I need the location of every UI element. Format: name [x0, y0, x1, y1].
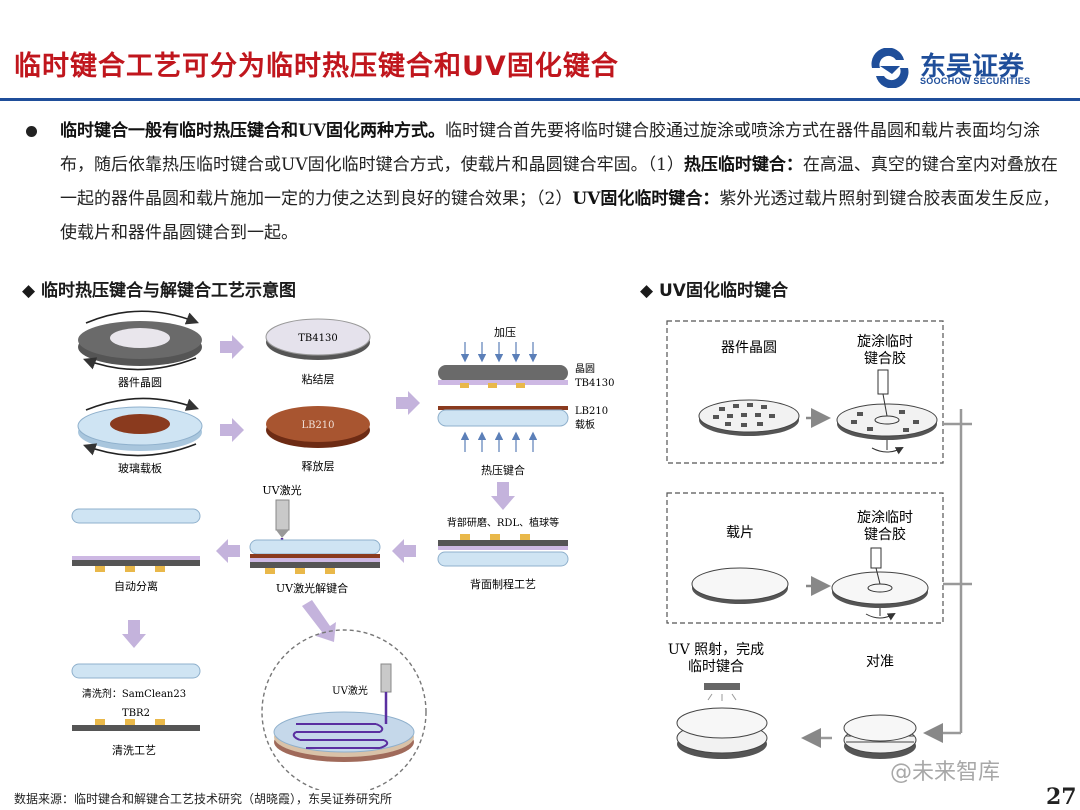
label-r-device-wafer: 器件晶圆	[721, 340, 777, 356]
label-backside-steps: 背部研磨、RDL、植球等	[447, 516, 559, 529]
label-spin-glue-2b: 键合胶	[864, 526, 906, 543]
bond-wafer-layer	[438, 365, 568, 381]
r-carrier-disk	[691, 567, 789, 604]
intro-bold-2: 热压临时键合：	[683, 155, 803, 175]
label-tb4130: TB4130	[298, 333, 337, 344]
label-uv-laser: UV激光	[262, 483, 301, 497]
watermark-text: @未来智库	[890, 760, 1001, 785]
page-title: 临时键合工艺可分为临时热压键合和UV固化键合	[14, 51, 619, 82]
label-spin-glue-1a: 旋涂临时	[857, 334, 913, 350]
backside-carrier	[437, 551, 569, 567]
intro-text-1: 临时键合首先要将临时键合胶通过旋涂或喷涂方式在器件晶圆和载片表面均匀涂布，随后依…	[60, 121, 1041, 175]
arrow-left-1	[392, 539, 416, 563]
label-uv-complete-a: UV 照射，完成	[668, 642, 764, 658]
intro-text-3: 紫外光透过载片照射到键合胶表面发生反应，使载片和器件晶圆键合到一起。	[60, 189, 1060, 243]
bullet-dot	[26, 126, 37, 137]
label-glass-carrier: 玻璃载板	[118, 461, 162, 475]
label-uv-zoom: UV激光	[332, 684, 368, 697]
lb210-disk	[266, 406, 370, 448]
arrow-down-2	[122, 620, 146, 648]
arrow-right-1	[220, 335, 244, 359]
uv-bonded-stack	[676, 707, 768, 759]
debond-carrier	[249, 539, 381, 555]
device-wafer-disk	[78, 310, 202, 371]
label-align: 对准	[866, 654, 894, 670]
brand-name-en: SOOCHOW SECURITIES	[920, 76, 1031, 86]
bond-lb-layer	[438, 406, 568, 410]
label-cleaner: 清洗剂：SamClean23	[82, 687, 186, 700]
backside-wafer	[438, 540, 568, 546]
page-number: 27	[1046, 784, 1077, 810]
intro-bold-3: UV固化临时键合：	[572, 189, 720, 209]
uv-lamp-icon	[704, 683, 740, 701]
arrow-left-2	[216, 539, 240, 563]
label-wafer-tb-1: 晶圆	[575, 363, 595, 375]
source-note: 数据来源：临时键合和解键合工艺技术研究（胡晓霞），东吴证券研究所	[14, 792, 393, 806]
zoom-circle	[261, 629, 427, 790]
soochow-logo-icon	[871, 48, 909, 88]
bond-carrier-layer	[437, 409, 569, 427]
intro-paragraph: 临时键合一般有临时热压键合和UV固化两种方式。临时键合首先要将临时键合胶通过旋涂…	[60, 114, 1060, 250]
right-section-title: ◆ UV固化临时键合	[640, 281, 788, 301]
label-tbr2: TBR2	[122, 708, 150, 719]
label-uv-debond: UV激光解键合	[276, 581, 348, 595]
glass-carrier-disk	[77, 397, 203, 457]
label-lb-carrier-2: 载板	[575, 418, 595, 431]
align-stack	[843, 714, 917, 759]
press-down-arrows	[460, 342, 538, 363]
label-backside-process: 背面制程工艺	[470, 577, 536, 591]
step-box-1	[666, 320, 944, 464]
label-carrier: 载片	[726, 525, 754, 541]
label-auto-separate: 自动分离	[114, 579, 158, 593]
label-lb-carrier-1: LB210	[575, 406, 608, 417]
press-up-arrows	[460, 431, 538, 452]
bond-tb-layer	[438, 380, 568, 385]
label-clean-process: 清洗工艺	[112, 744, 156, 757]
separated-wafer	[72, 560, 200, 566]
r-device-wafer-disk	[698, 399, 800, 436]
process-diagrams: 器件晶圆 玻璃载板 TB4130 粘结层 LB210 释放层 加压	[71, 310, 972, 790]
intro-bold-1: 临时键合一般有临时热压键合和UV固化两种方式。	[60, 121, 446, 141]
separated-carrier	[71, 508, 201, 524]
label-spin-glue-1b: 键合胶	[864, 350, 906, 367]
label-lb210: LB210	[301, 420, 334, 431]
arrow-right-2	[220, 418, 244, 442]
left-section-title: ◆ 临时热压键合与解键合工艺示意图	[22, 281, 296, 301]
arrow-right-3	[396, 391, 420, 415]
r-spin-wafer-2	[831, 547, 929, 621]
brand-name-cn: 东吴证券	[920, 52, 1025, 82]
step-box-2	[666, 492, 944, 624]
label-spin-glue-2a: 旋涂临时	[857, 510, 913, 526]
arrow-down-1	[491, 482, 515, 510]
laser-head-icon	[275, 499, 290, 531]
label-press: 加压	[494, 326, 516, 339]
clean-carrier	[71, 663, 201, 679]
clean-wafer	[72, 725, 200, 731]
tb4130-disk	[265, 318, 371, 360]
label-release-layer: 释放层	[302, 459, 335, 473]
label-thermal-bond: 热压键合	[481, 463, 525, 477]
arrow-zoom	[302, 600, 336, 642]
label-bond-layer: 粘结层	[302, 372, 335, 386]
label-uv-complete-b: 临时键合	[688, 659, 744, 675]
zoom-wafer-stack	[273, 711, 415, 762]
header-divider	[0, 98, 1080, 101]
intro-text-2: 在高温、真空的键合室内对叠放在一起的器件晶圆和载片施加一定的力使之达到良好的键合…	[60, 155, 1058, 209]
label-device-wafer: 器件晶圆	[118, 376, 162, 389]
r-spin-wafer-1	[836, 369, 938, 455]
label-wafer-tb-2: TB4130	[575, 378, 614, 389]
zoom-laser-head-icon	[380, 663, 392, 693]
